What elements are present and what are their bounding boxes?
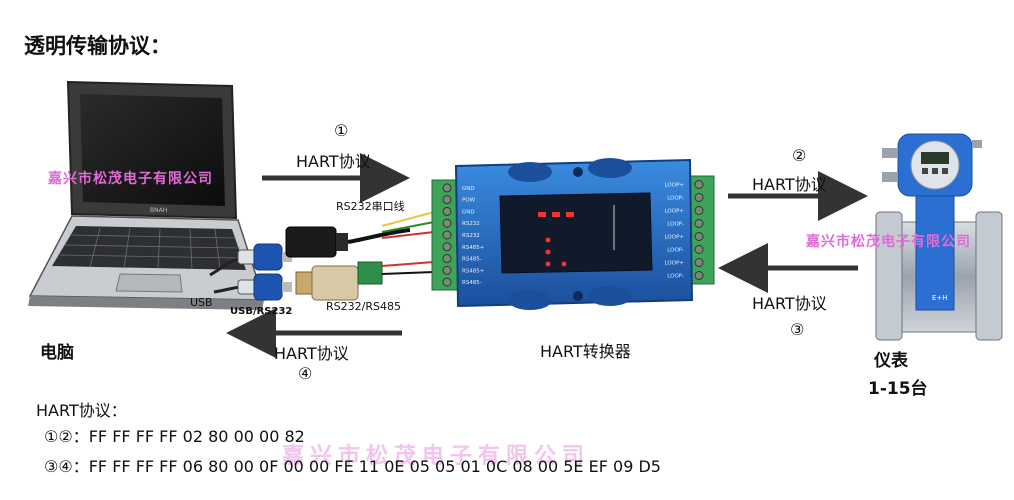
flow-meter-instrument: E+H <box>875 133 1003 341</box>
terminal-label: RS232 <box>462 221 480 227</box>
terminal-screw <box>694 193 704 202</box>
terminal-label: LOOP- <box>667 248 684 254</box>
terminal-screw <box>694 258 704 267</box>
rs232-serial-label: RS232串口线 <box>336 200 405 213</box>
protocol-heading: HART协议： <box>36 401 127 420</box>
terminal-label: LOOP- <box>667 274 684 280</box>
watermark-right: 嘉兴市松茂电子有限公司 <box>806 234 971 250</box>
protocol-line-2-bytes: FF FF FF FF 06 80 00 0F 00 00 FE 11 0E 0… <box>88 457 661 476</box>
right-terminal-screws: LOOP+ LOOP- LOOP+ LOOP- LOOP+ LOOP- LOOP+ LOOP- <box>665 180 704 280</box>
terminal-label: LOOP+ <box>665 261 685 267</box>
computer-label: 电脑 <box>40 343 74 363</box>
terminal-label: RS485- <box>462 257 482 263</box>
watermark-left: 嘉兴市松茂电子有限公司 <box>48 171 213 187</box>
terminal-label: POW <box>462 198 476 204</box>
arrow-4-number: ④ <box>298 364 313 383</box>
terminal-screw <box>694 219 704 228</box>
terminal-screw <box>694 180 704 189</box>
terminal-label: RS485+ <box>462 245 485 251</box>
meter-label: 仪表 <box>874 351 908 371</box>
terminal-screw <box>442 218 452 228</box>
arrow-1-label: HART协议 <box>296 152 371 171</box>
terminal-label: RS485- <box>462 280 482 286</box>
arrow-1-number: ① <box>334 121 349 140</box>
terminal-label: LOOP- <box>667 196 684 202</box>
meter-count-label: 1-15台 <box>868 379 928 399</box>
terminal-screw <box>442 206 452 216</box>
rs232-serial-connector <box>285 211 435 258</box>
terminal-screw <box>694 271 704 280</box>
page-title: 透明传输协议： <box>24 34 171 58</box>
converter-label: HART转换器 <box>540 342 631 361</box>
svg-text:E+H: E+H <box>932 294 948 302</box>
terminal-screw <box>442 265 452 275</box>
terminal-screw <box>694 206 704 215</box>
usb-rs232-label: USB/RS232 <box>230 306 293 317</box>
terminal-label: LOOP+ <box>665 183 685 189</box>
terminal-label: GND <box>462 209 475 215</box>
protocol-line-2-prefix: ③④： <box>44 457 89 476</box>
terminal-screw <box>442 183 452 193</box>
terminal-label: GND <box>462 186 475 192</box>
svg-text:BNAH: BNAH <box>150 207 167 214</box>
arrow-3-label: HART协议 <box>752 294 827 313</box>
terminal-label: LOOP+ <box>665 209 685 215</box>
rs232-rs485-adapter <box>295 261 435 301</box>
terminal-screw <box>442 242 452 252</box>
protocol-line-1-bytes: FF FF FF FF 02 80 00 00 82 <box>88 427 305 446</box>
left-terminal-screws: GNDPOWGNDRS232RS232RS485+RS485-RS485+RS4… <box>442 183 485 287</box>
laptop-computer: BNAH <box>28 80 266 310</box>
terminal-screw <box>442 195 452 205</box>
arrow-2-label: HART协议 <box>752 175 827 194</box>
terminal-screw <box>694 232 704 241</box>
arrow-3-number: ③ <box>790 320 805 339</box>
terminal-screw <box>442 254 452 264</box>
terminal-label: RS485+ <box>462 268 485 274</box>
terminal-label: RS232 <box>462 233 480 239</box>
usb-rs232-adapters <box>209 243 292 301</box>
terminal-screw <box>442 277 452 287</box>
watermark-bottom: 嘉兴市松茂电子有限公司 <box>282 444 591 469</box>
protocol-line-1-prefix: ①②： <box>44 427 89 446</box>
arrow-4-label: HART协议 <box>274 344 349 363</box>
arrow-2-number: ② <box>792 146 807 165</box>
rs232-rs485-label: RS232/RS485 <box>326 300 401 313</box>
terminal-screw <box>694 245 704 254</box>
usb-label: USB <box>190 296 213 309</box>
protocol-line-2: ③④：FF FF FF FF 06 80 00 0F 00 00 FE 11 0… <box>44 453 661 477</box>
terminal-screw <box>442 230 452 240</box>
terminal-label: LOOP+ <box>665 235 685 241</box>
terminal-label: LOOP- <box>667 222 684 228</box>
protocol-line-1: ①②：FF FF FF FF 02 80 00 00 82 <box>44 423 305 447</box>
